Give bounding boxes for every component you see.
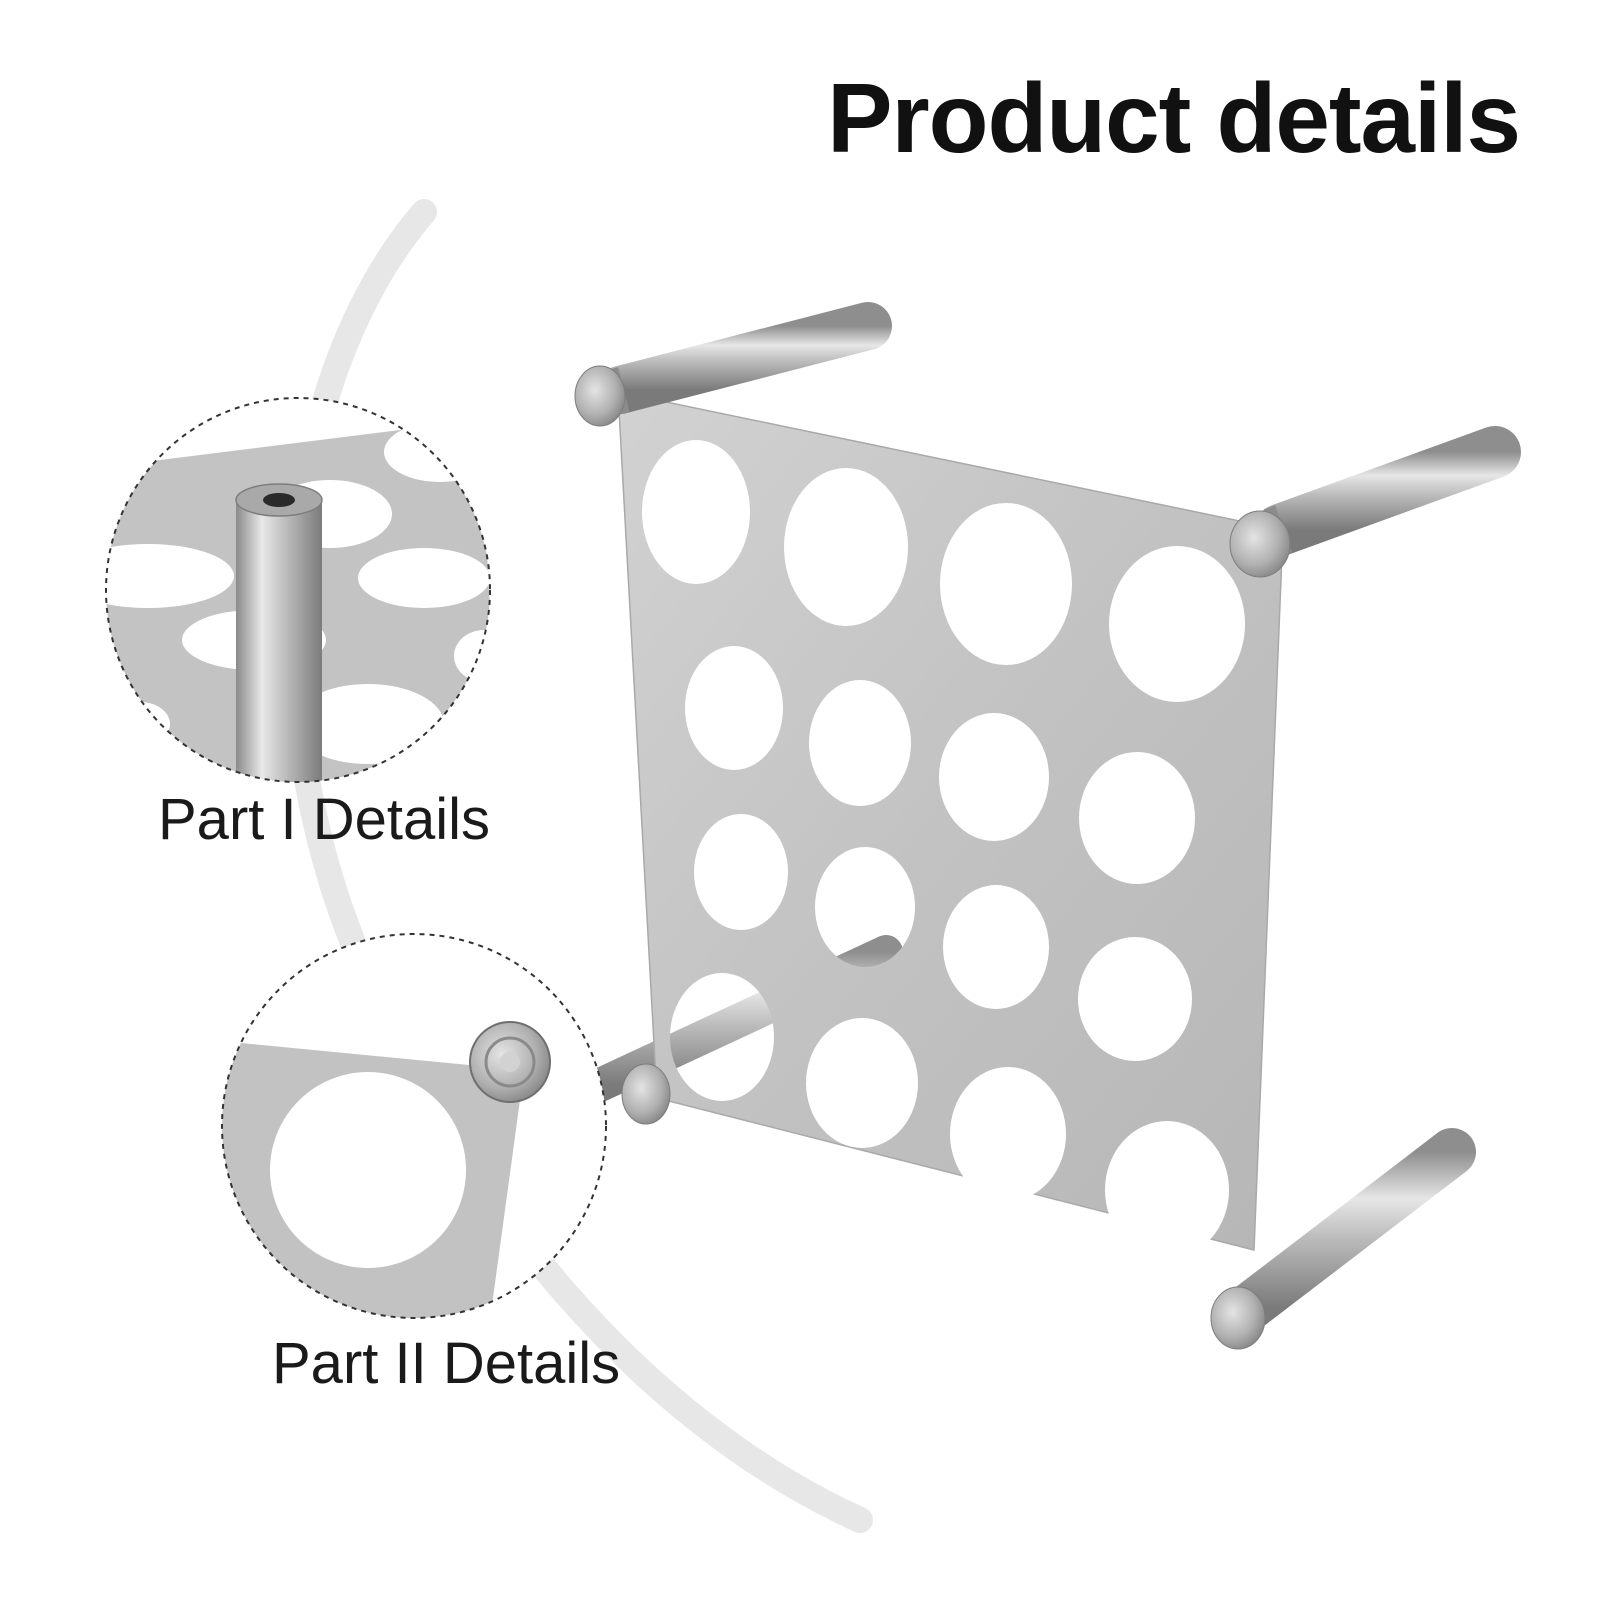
perforated-plate — [617, 391, 1284, 1251]
support-rod — [1210, 1128, 1476, 1350]
part-one-caption: Part I Details — [158, 787, 490, 852]
support-rod — [574, 302, 892, 427]
support-rod-end-cap — [621, 1063, 671, 1125]
part-two-caption: Part II Details — [272, 1331, 621, 1396]
page-title: Product details — [827, 63, 1521, 173]
part-two-detail-callout — [221, 933, 607, 1319]
part-one-detail-callout — [105, 397, 491, 783]
support-rod — [1229, 426, 1521, 578]
